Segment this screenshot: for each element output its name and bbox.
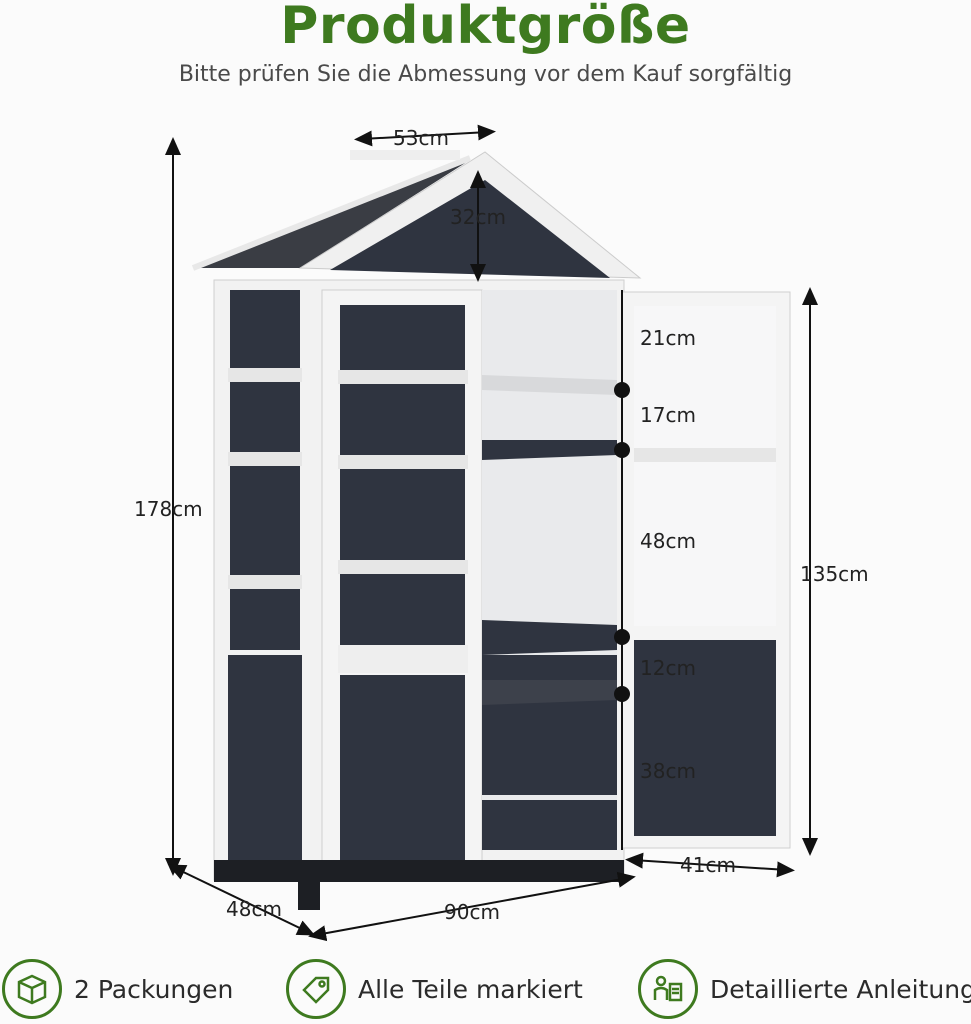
tag-icon (286, 959, 346, 1019)
feature-labeled-parts: Alle Teile markiert (286, 958, 583, 1020)
door-width-label: 41cm (680, 853, 736, 877)
greenhouse-cabinet-illustration (165, 124, 818, 942)
shelf-markers (614, 382, 630, 702)
roof (191, 150, 642, 279)
shelf-gap-1-label: 21cm (640, 326, 696, 350)
assembly-instruction-icon (638, 959, 698, 1019)
roof-width-label: 53cm (393, 126, 449, 150)
open-door (621, 291, 791, 849)
shelf-gap-2-label: 17cm (640, 403, 696, 427)
feature-label: Detaillierte Anleitung (710, 974, 971, 1004)
cabinet-body (213, 279, 625, 910)
shelf-gap-4-label: 12cm (640, 656, 696, 680)
feature-label: Alle Teile markiert (358, 974, 583, 1004)
door-height-label: 135cm (800, 562, 869, 586)
page-title: Produktgröße (280, 0, 691, 56)
depth-label: 48cm (226, 897, 282, 921)
feature-label: 2 Packungen (74, 974, 234, 1004)
feature-packages: 2 Packungen (2, 958, 233, 1020)
shelf-gap-3-label: 48cm (640, 529, 696, 553)
roof-height-label: 32cm (450, 205, 506, 229)
shelf-gap-5-label: 38cm (640, 759, 696, 783)
feature-instructions: Detaillierte Anleitung (638, 958, 971, 1020)
width-label: 90cm (444, 900, 500, 924)
package-icon (2, 959, 62, 1019)
total-height-label: 178cm (134, 497, 203, 521)
page-subtitle: Bitte prüfen Sie die Abmessung vor dem K… (178, 62, 793, 87)
